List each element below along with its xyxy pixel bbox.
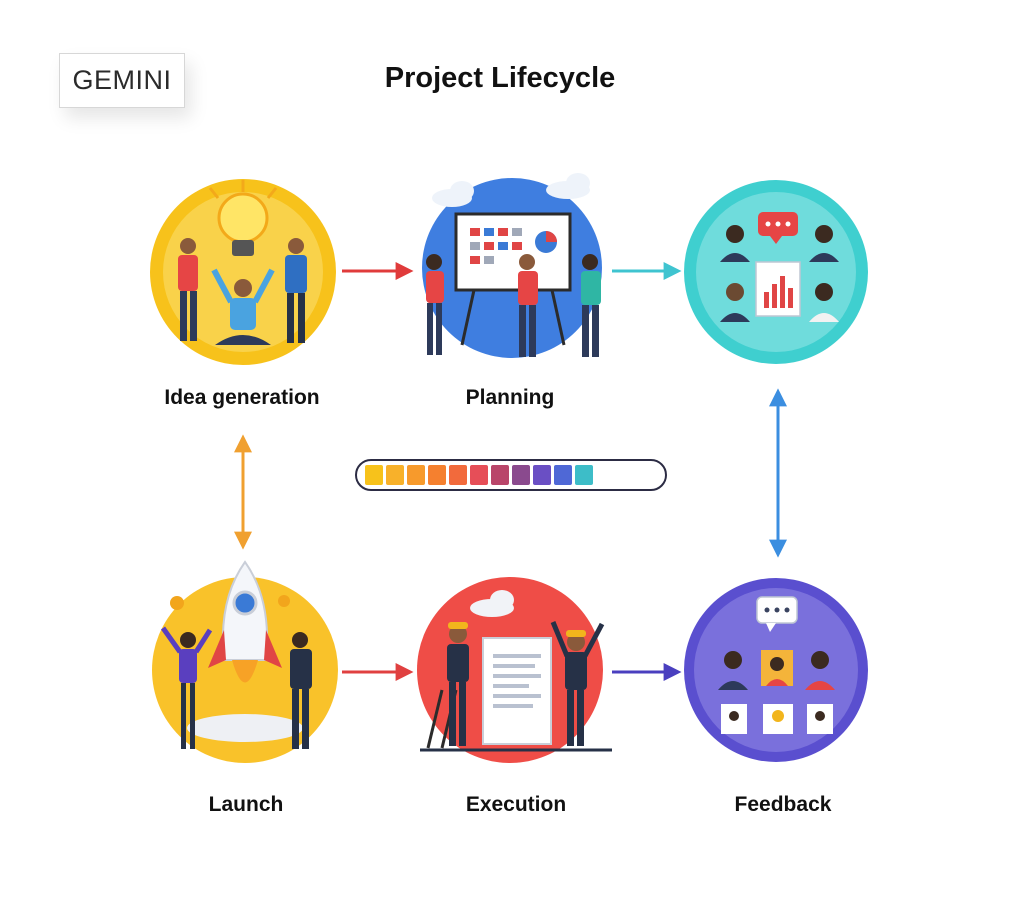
progress-segment bbox=[386, 465, 404, 485]
photo-card-row bbox=[721, 704, 833, 734]
progress-segment bbox=[533, 465, 551, 485]
report-chart-icon bbox=[755, 261, 801, 317]
planning-illustration bbox=[422, 173, 602, 358]
progress-segment bbox=[554, 465, 572, 485]
progress-segment bbox=[428, 465, 446, 485]
label-execution: Execution bbox=[465, 793, 567, 816]
chat-bubble-icon bbox=[758, 212, 798, 244]
label-idea-generation: Idea generation bbox=[164, 386, 320, 409]
person-suit bbox=[290, 632, 312, 749]
person-avatar-5 bbox=[718, 651, 748, 690]
lightbulb-icon bbox=[208, 180, 278, 256]
person-avatar-1 bbox=[720, 225, 750, 262]
person-center bbox=[211, 268, 275, 345]
progress-segment bbox=[470, 465, 488, 485]
label-feedback: Feedback bbox=[734, 793, 832, 816]
gear-icon bbox=[170, 595, 290, 610]
label-planning: Planning bbox=[465, 386, 555, 409]
worker-right bbox=[550, 621, 605, 746]
progress-bar bbox=[355, 459, 667, 491]
worker-left bbox=[447, 622, 469, 746]
team-review-illustration bbox=[684, 180, 868, 364]
progress-segment bbox=[575, 465, 593, 485]
progress-segment bbox=[491, 465, 509, 485]
progress-segment bbox=[407, 465, 425, 485]
feedback-illustration bbox=[684, 578, 868, 762]
person-presenter-center bbox=[518, 254, 538, 357]
gemini-badge: GEMINI bbox=[59, 53, 185, 108]
launch-illustration bbox=[152, 560, 338, 763]
badge-text: GEMINI bbox=[72, 65, 172, 95]
progress-segment bbox=[449, 465, 467, 485]
idea-generation-illustration bbox=[150, 179, 336, 365]
document-board-icon bbox=[482, 637, 552, 745]
person-avatar-2 bbox=[809, 225, 839, 262]
progress-segment bbox=[512, 465, 530, 485]
chat-bubble-icon-2 bbox=[756, 596, 798, 632]
label-launch: Launch bbox=[208, 793, 284, 816]
cloud-icon bbox=[432, 173, 590, 207]
person-presenter-left bbox=[426, 254, 444, 355]
cloud-icon-2 bbox=[470, 590, 514, 617]
person-presenter-right bbox=[581, 254, 601, 357]
person-avatar-4 bbox=[809, 283, 839, 322]
page-title: Project Lifecycle bbox=[384, 62, 616, 94]
person-photo-card bbox=[761, 650, 793, 686]
execution-illustration bbox=[417, 577, 612, 763]
person-left bbox=[178, 238, 198, 341]
presentation-board-icon bbox=[454, 212, 572, 346]
person-right bbox=[285, 238, 307, 343]
rocket-icon bbox=[187, 560, 303, 742]
person-avatar-3 bbox=[720, 283, 750, 322]
person-cheering bbox=[160, 626, 213, 749]
progress-segment bbox=[365, 465, 383, 485]
person-avatar-6 bbox=[805, 651, 835, 690]
